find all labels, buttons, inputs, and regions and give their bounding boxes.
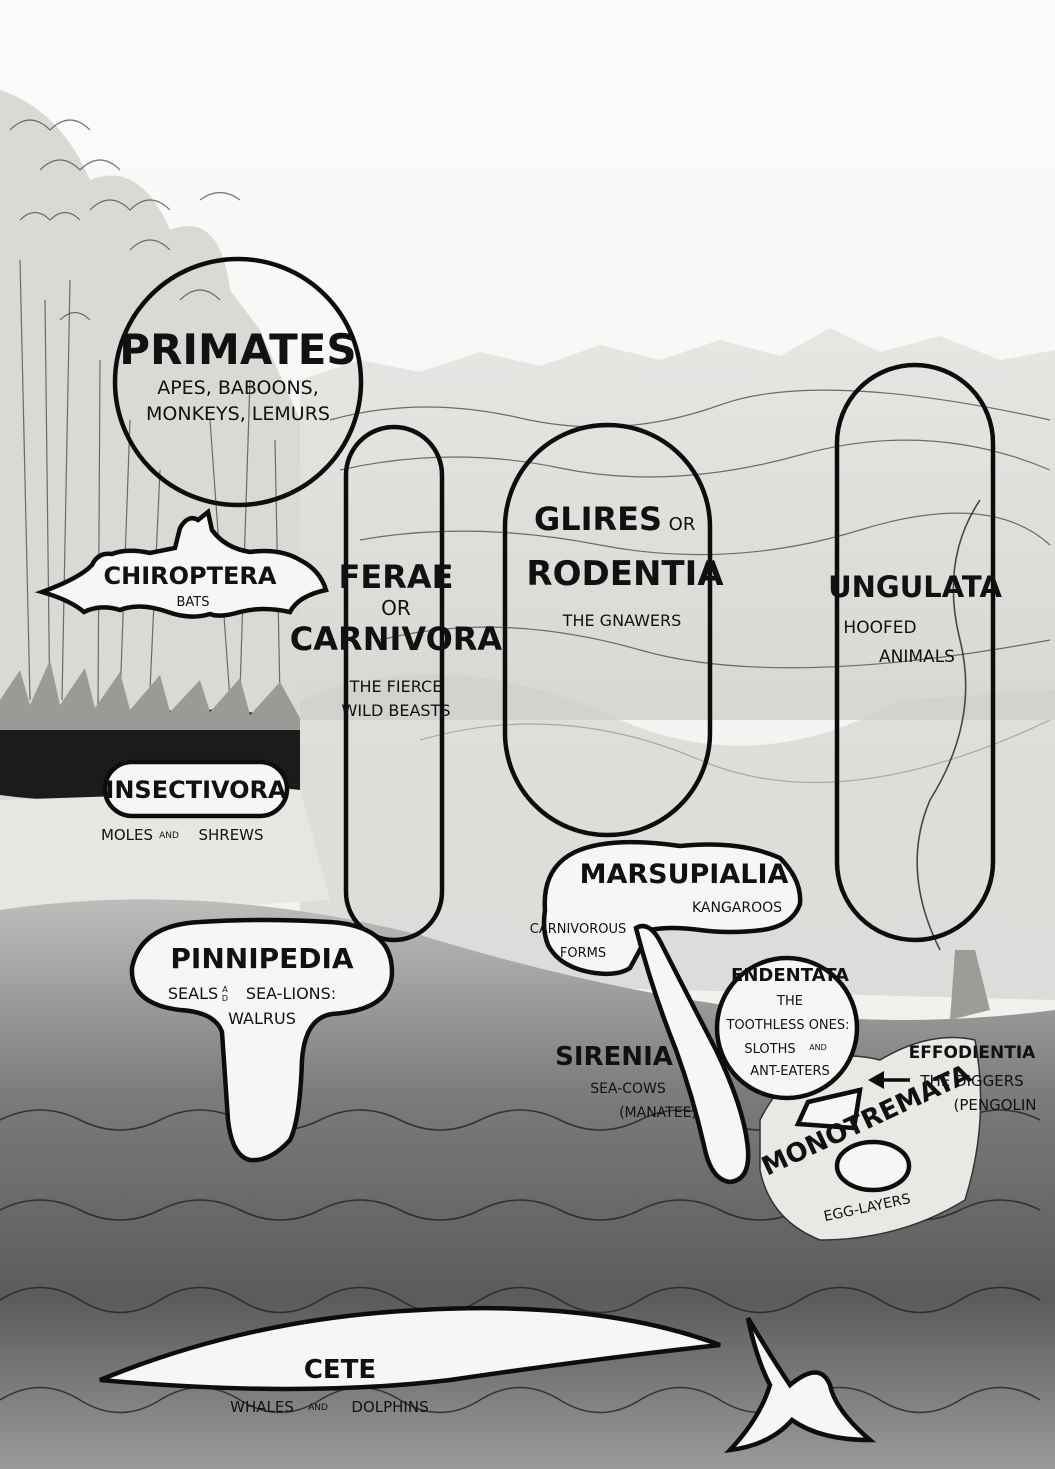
endentata-line2: TOOTHLESS ONES: xyxy=(725,1018,849,1033)
cete-sub-a: WHALES xyxy=(230,1398,294,1416)
ferae-or: OR xyxy=(381,596,411,620)
glires-or: OR xyxy=(669,514,696,535)
chiroptera-title: CHIROPTERA xyxy=(104,562,277,590)
ferae-line2: WILD BEASTS xyxy=(342,701,451,720)
pinnipedia-and-a: A xyxy=(222,985,228,994)
insectivora-sub-a: MOLES xyxy=(101,826,153,844)
primates-line2: MONKEYS, LEMURS xyxy=(146,403,330,425)
sirenia-line1: SEA-COWS xyxy=(590,1081,666,1097)
pinnipedia-line1: SEALS xyxy=(168,984,218,1003)
insectivora-sub-and: AND xyxy=(159,831,179,841)
insectivora-sub-b: SHREWS xyxy=(198,826,263,844)
marsupialia-line1: CARNIVOROUS xyxy=(530,922,627,937)
glires-title2: RODENTIA xyxy=(526,554,724,594)
sirenia-title: SIRENIA xyxy=(555,1042,673,1072)
ferae-title2: CARNIVORA xyxy=(290,620,503,658)
pinnipedia-title: PINNIPEDIA xyxy=(170,942,354,975)
ungulata-line1: HOOFED xyxy=(843,618,916,638)
marsupialia-title: MARSUPIALIA xyxy=(580,859,789,890)
monotremata-egg-outline xyxy=(837,1142,909,1190)
pinnipedia-and-b: D xyxy=(222,994,228,1003)
chiroptera-sub: BATS xyxy=(177,595,210,610)
ferae-line1: THE FIERCE xyxy=(349,677,443,696)
effodientia-title: EFFODIENTIA xyxy=(909,1043,1036,1063)
endentata-line3-and: AND xyxy=(809,1043,827,1052)
endentata-title: ENDENTATA xyxy=(731,965,849,986)
pinnipedia-line1b: SEA-LIONS: xyxy=(246,984,336,1003)
endentata-line3: SLOTHS xyxy=(744,1042,795,1057)
marsupialia-line2: FORMS xyxy=(560,946,606,961)
primates-title: PRIMATES xyxy=(119,325,356,374)
marsupialia-sub: KANGAROOS xyxy=(692,900,782,916)
primates-line1: APES, BABOONS, xyxy=(157,377,319,399)
endentata-line4: ANT-EATERS xyxy=(750,1064,830,1079)
cete-title: CETE xyxy=(304,1355,376,1385)
glires-title: GLIRES xyxy=(534,500,662,538)
ferae-title: FERAE xyxy=(339,558,454,596)
glires-sub: THE GNAWERS xyxy=(562,611,682,630)
ungulata-line2: ANIMALS xyxy=(879,647,955,667)
insectivora-title: INSECTIVORA xyxy=(105,776,287,804)
ungulata-title: UNGULATA xyxy=(828,570,1002,604)
cete-sub-and: AND xyxy=(308,1403,328,1413)
cete-sub-b: DOLPHINS xyxy=(351,1398,428,1416)
endentata-line1: THE xyxy=(776,994,803,1009)
effodientia-line2: (PENGOLIN xyxy=(953,1096,1036,1114)
pinnipedia-line2: WALRUS xyxy=(228,1009,296,1028)
sirenia-line2: (MANATEE) xyxy=(619,1105,697,1121)
